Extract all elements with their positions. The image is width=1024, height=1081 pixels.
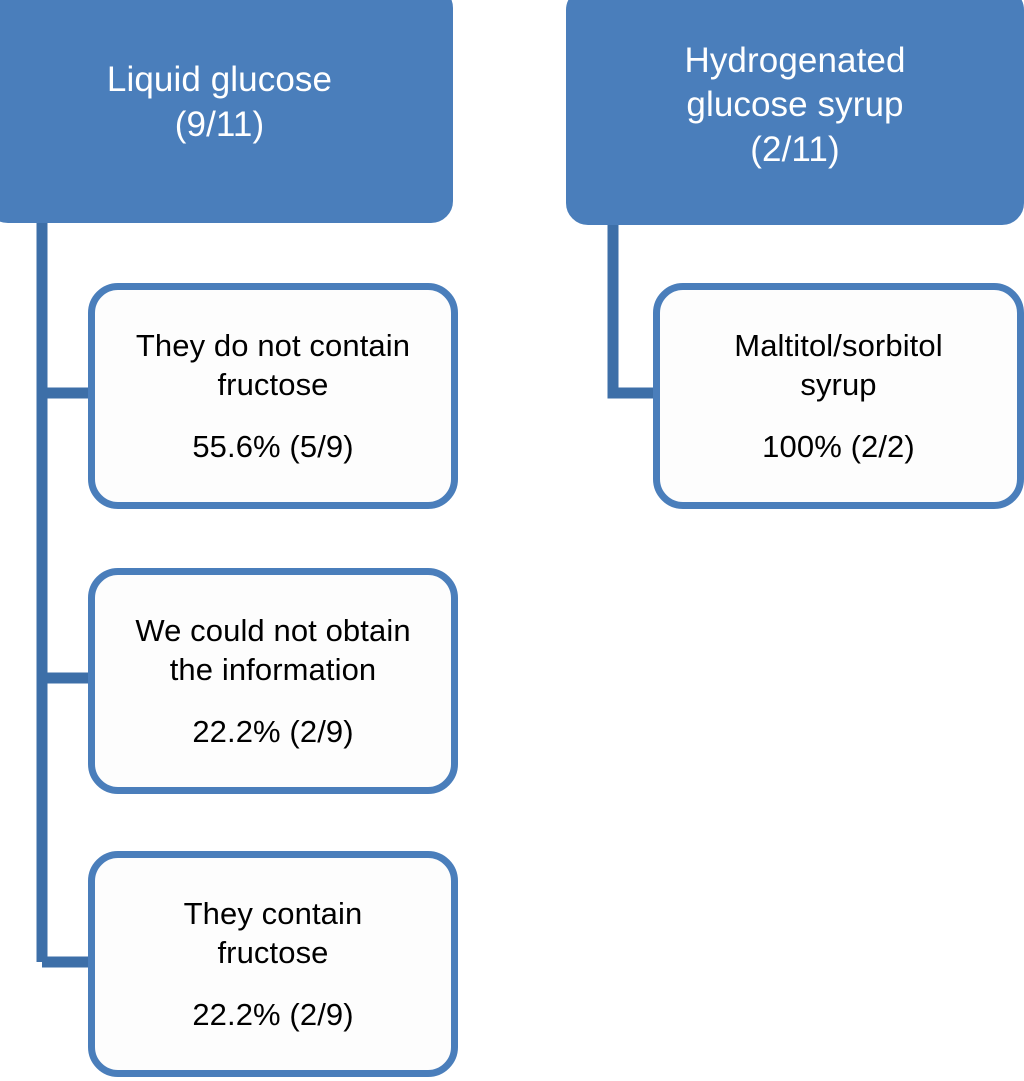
node-they-contain-fructose-label-line1: They contain <box>183 896 363 932</box>
node-they-do-not-contain-fructose-stat: 55.6% (5/9) <box>192 428 354 464</box>
node-we-could-not-obtain-the-information[interactable]: We could not obtain the information 22.2… <box>88 568 458 794</box>
node-they-contain-fructose[interactable]: They contain fructose 22.2% (2/9) <box>88 851 458 1077</box>
node-hydrogenated-glucose-syrup[interactable]: Hydrogenated glucose syrup (2/11) <box>566 0 1024 225</box>
node-liquid-glucose-count: (9/11) <box>174 104 265 144</box>
node-they-do-not-contain-fructose-label-line2: fructose <box>217 367 329 403</box>
node-they-do-not-contain-fructose[interactable]: They do not contain fructose 55.6% (5/9) <box>88 283 458 509</box>
node-hydrogenated-glucose-syrup-label-line1: Hydrogenated <box>684 41 906 81</box>
node-they-do-not-contain-fructose-label-line1: They do not contain <box>135 328 411 364</box>
node-they-contain-fructose-stat: 22.2% (2/9) <box>192 996 354 1032</box>
node-liquid-glucose[interactable]: Liquid glucose (9/11) <box>0 0 453 223</box>
node-we-could-not-obtain-the-information-stat: 22.2% (2/9) <box>192 713 354 749</box>
node-we-could-not-obtain-the-information-label-line1: We could not obtain <box>135 613 411 649</box>
node-we-could-not-obtain-the-information-label-line2: the information <box>169 652 377 688</box>
node-maltitol-sorbitol-syrup-label-line2: syrup <box>800 367 877 403</box>
node-they-contain-fructose-label-line2: fructose <box>217 935 329 971</box>
node-maltitol-sorbitol-syrup-stat: 100% (2/2) <box>762 428 915 464</box>
node-maltitol-sorbitol-syrup-label-line1: Maltitol/sorbitol <box>734 328 943 364</box>
node-liquid-glucose-label: Liquid glucose <box>106 60 333 100</box>
node-hydrogenated-glucose-syrup-count: (2/11) <box>750 129 840 169</box>
node-maltitol-sorbitol-syrup[interactable]: Maltitol/sorbitol syrup 100% (2/2) <box>653 283 1024 509</box>
node-hydrogenated-glucose-syrup-label-line2: glucose syrup <box>686 85 904 125</box>
